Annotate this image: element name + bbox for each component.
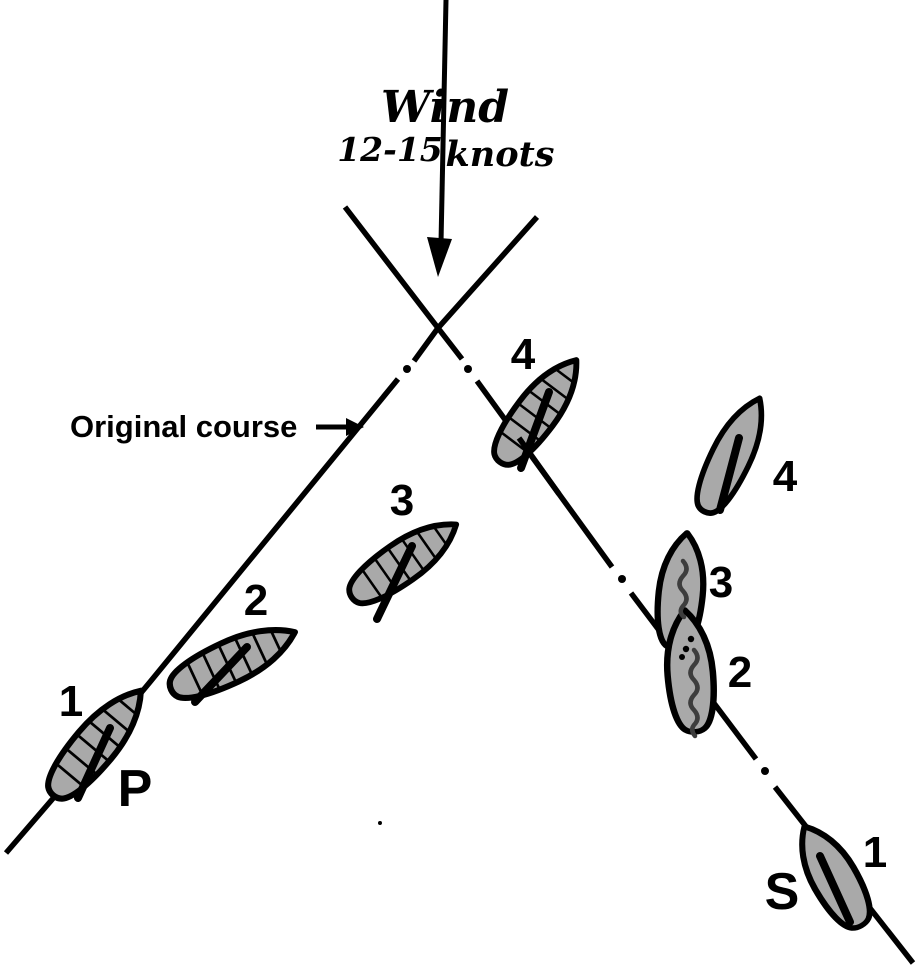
starboard-position-4-label: 4	[773, 452, 798, 501]
port-position-3-label: 3	[390, 476, 414, 525]
boat-port-2-boom	[191, 643, 251, 706]
port-tack-label: P	[118, 760, 153, 818]
wind-label: Wind	[381, 82, 509, 133]
wind-arrowhead-icon	[427, 237, 452, 277]
port-position-2-label: 2	[244, 576, 268, 625]
speck-dot	[378, 821, 382, 825]
boat-starboard-4-boom	[716, 434, 743, 514]
wind-arrow-shaft	[438, 0, 449, 244]
boat-port-4-boom	[517, 388, 553, 472]
port-position-1-label: 1	[59, 677, 83, 726]
boat-starboard-1-boom	[816, 852, 854, 926]
dash-dot	[403, 365, 411, 373]
dash-dot	[687, 635, 695, 643]
wind-arrow	[427, 0, 452, 277]
boat-starboard-3-luffing-sail	[677, 558, 689, 620]
original-course-label: Original course	[70, 409, 297, 444]
dash-dot	[761, 767, 769, 775]
boat-port-3-boom	[373, 542, 416, 623]
boat-starboard-2-luffing-sail	[688, 647, 700, 739]
dash-dot	[679, 654, 685, 660]
port-position-4-label: 4	[511, 330, 536, 379]
original-course-arrow-icon	[316, 418, 364, 436]
pointer-head	[346, 418, 364, 436]
dash-dot	[682, 645, 690, 653]
wind-speed-label: 12-15	[337, 130, 443, 169]
starboard-position-1-label: 1	[863, 828, 887, 877]
course-over-stern-segment	[516, 436, 562, 496]
starboard-tack-label: S	[765, 863, 800, 921]
boat-port-1-boom	[74, 724, 114, 802]
wind-unit-label: knots	[446, 134, 555, 175]
starboard-course-upper-segment	[342, 205, 465, 361]
dash-dot	[464, 365, 472, 373]
starboard-position-3-label: 3	[709, 558, 733, 607]
starboard-position-2-label: 2	[728, 648, 752, 697]
dash-dot	[618, 575, 626, 583]
